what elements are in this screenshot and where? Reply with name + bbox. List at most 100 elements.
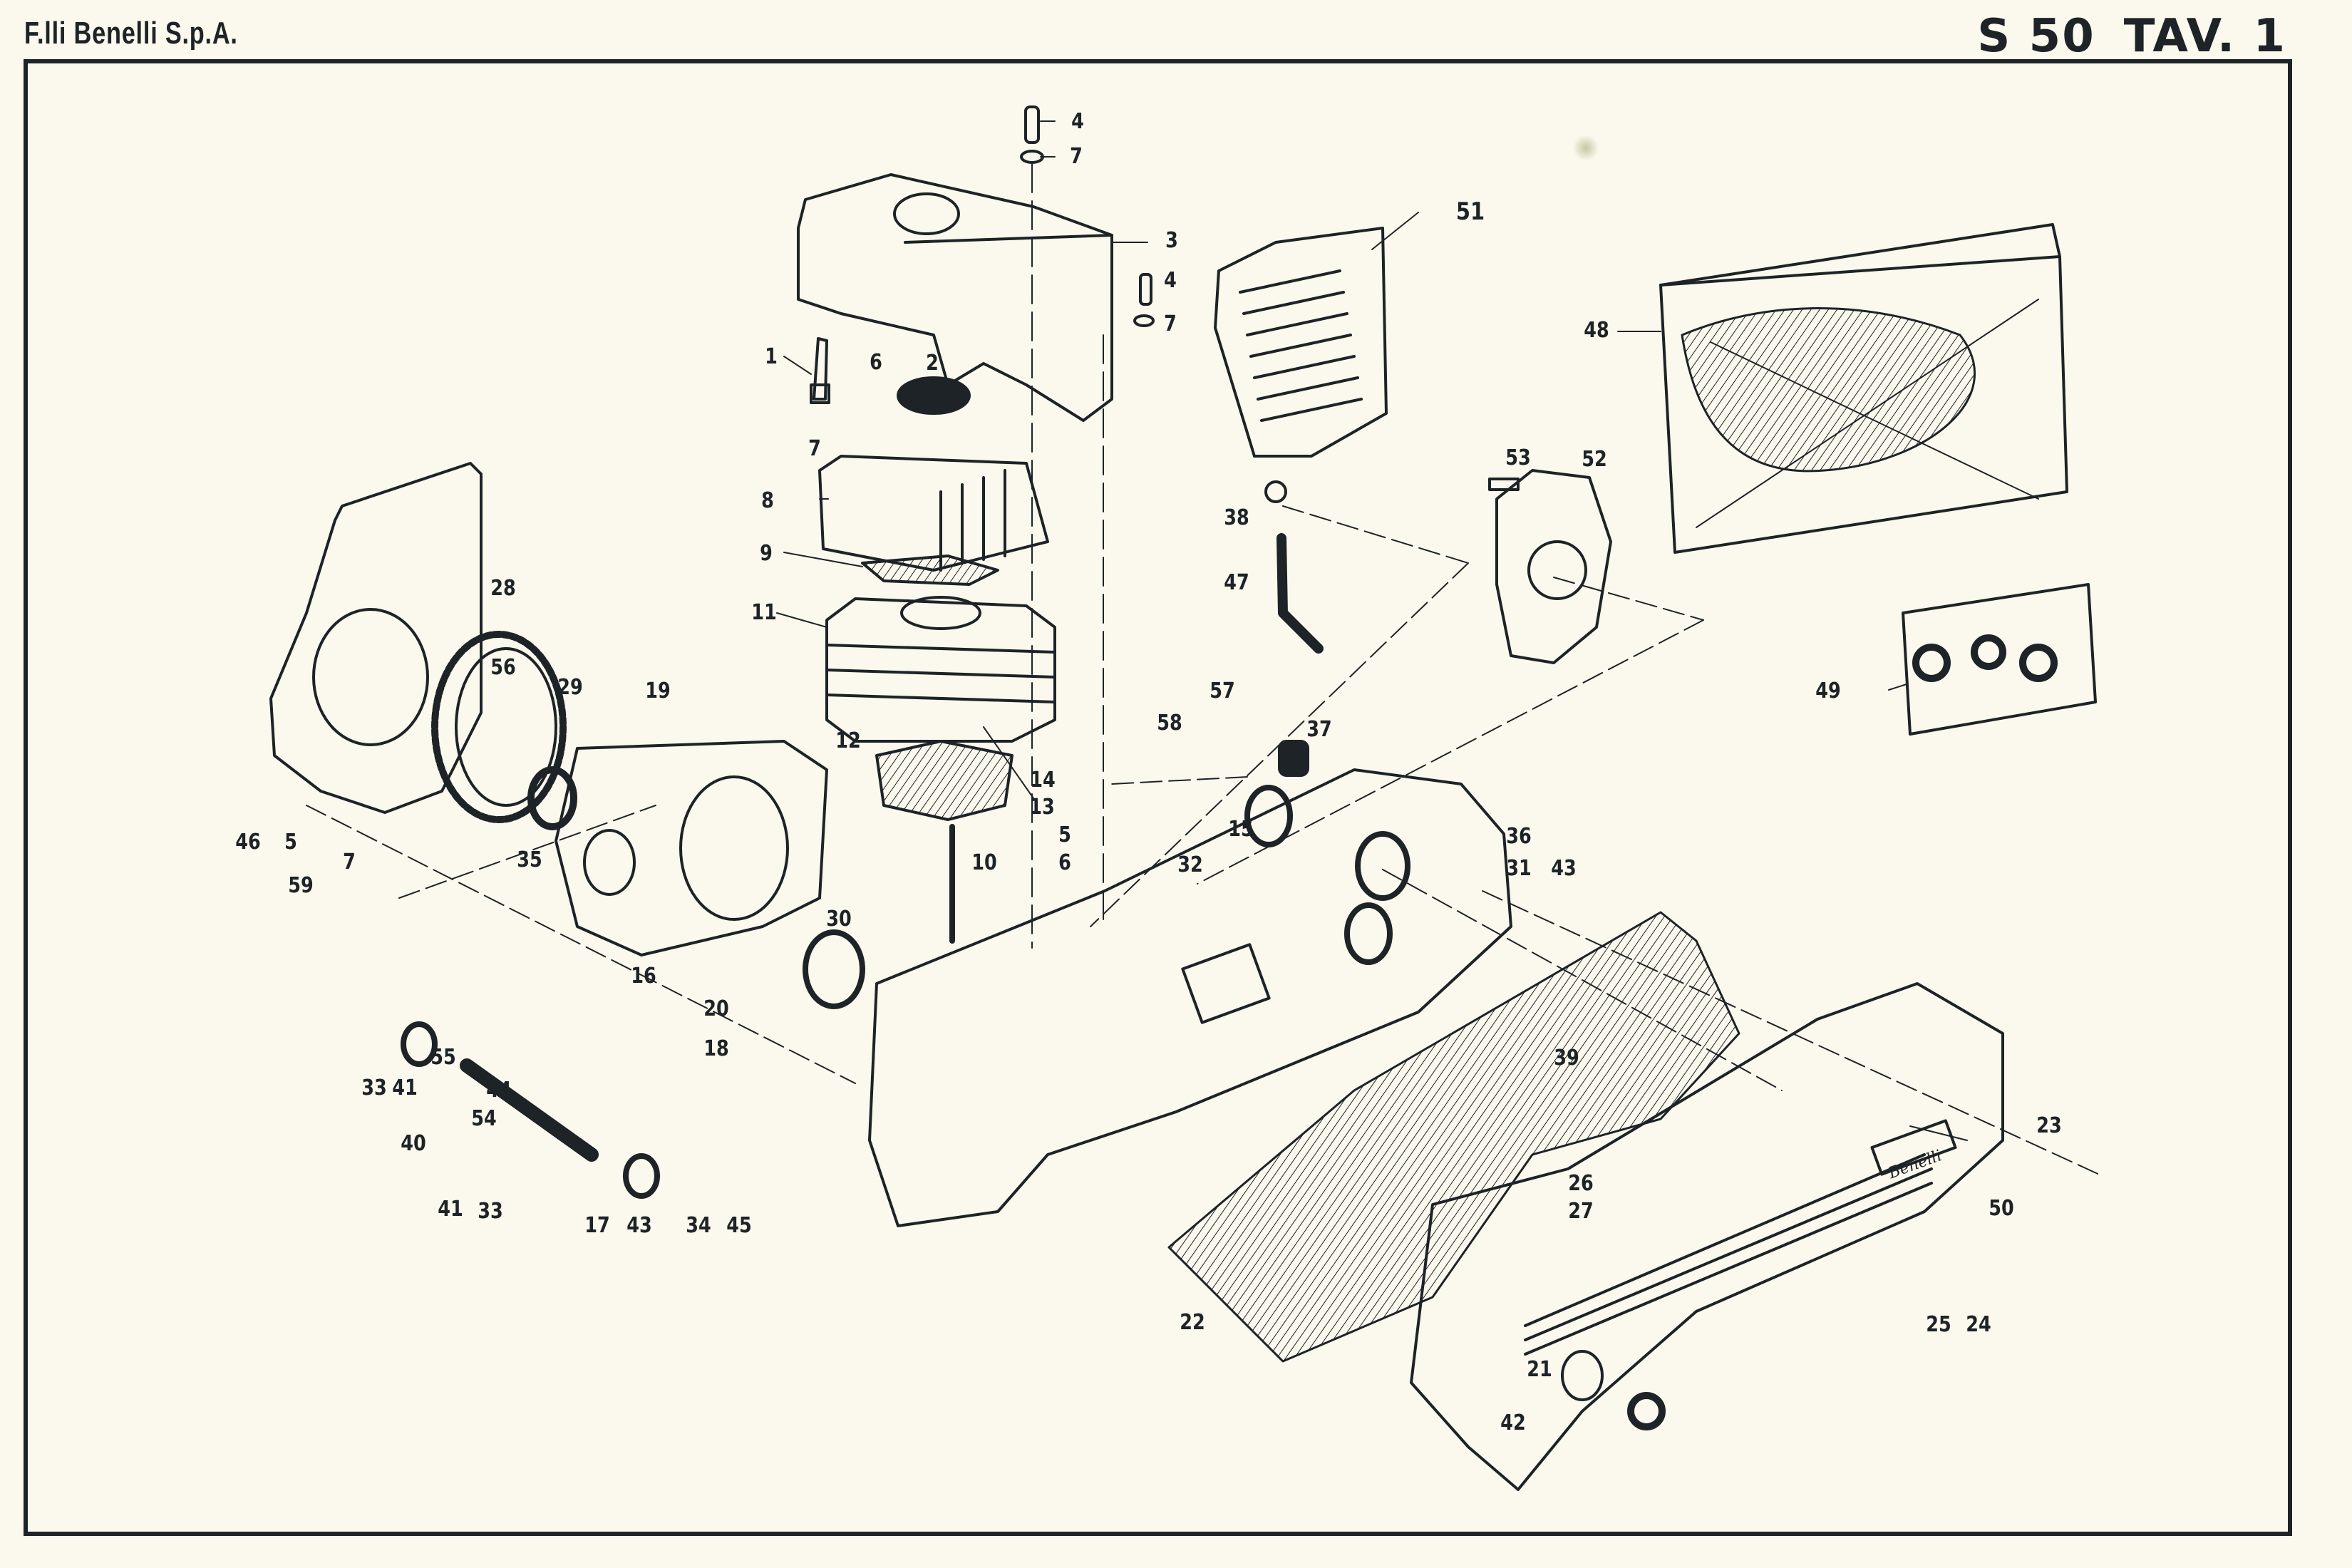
shaft-bearing [401,1021,438,1067]
callout-43-lower[interactable]: 43 [626,1213,652,1238]
callout-1[interactable]: 1 [765,344,778,369]
callout-23[interactable]: 23 [2036,1113,2062,1138]
cylinder-head [818,376,1049,572]
spark-plug [810,337,830,404]
callout-8[interactable]: 8 [761,488,774,513]
callout-3[interactable]: 3 [1165,228,1178,253]
callout-21[interactable]: 21 [1527,1357,1552,1382]
cover-emblem: Benelli [1886,1147,1944,1182]
callout-41-lower[interactable]: 41 [438,1197,463,1222]
bearing-housing-plate [1495,469,1612,664]
callout-7-cover[interactable]: 7 [343,850,356,875]
callout-24[interactable]: 24 [1966,1312,1991,1337]
bearing-kit [1902,583,2097,736]
callout-50[interactable]: 50 [1989,1196,2014,1221]
callout-57[interactable]: 57 [1209,679,1235,703]
left-crankcase [555,740,828,956]
assembly-lines [306,505,2103,1177]
callout-34[interactable]: 34 [686,1213,711,1238]
callout-35[interactable]: 35 [517,847,542,872]
callout-41-upper[interactable]: 41 [392,1076,418,1100]
cylinder [825,596,1056,743]
side-screw [1103,273,1155,927]
callout-6-head[interactable]: 6 [870,350,882,375]
kickstart-shaft [460,1058,599,1162]
head-gasket [861,555,999,586]
callout-2[interactable]: 2 [926,351,939,376]
callout-38[interactable]: 38 [1224,505,1249,530]
callout-30[interactable]: 30 [826,907,852,932]
callout-47[interactable]: 47 [1224,570,1249,595]
callout-5-cover[interactable]: 5 [284,830,297,855]
callout-19[interactable]: 19 [645,679,671,703]
callout-46[interactable]: 46 [235,830,261,855]
callout-4-top[interactable]: 4 [1071,109,1084,134]
gasket-kit [1659,223,2068,554]
callout-45[interactable]: 45 [726,1213,752,1238]
shaft-seal [1627,1392,1666,1430]
main-bearing [527,766,577,830]
callout-55[interactable]: 55 [430,1045,456,1070]
callout-54[interactable]: 54 [471,1106,497,1131]
callout-53[interactable]: 53 [1505,445,1531,470]
callout-33-lower[interactable]: 33 [478,1199,503,1224]
callout-42[interactable]: 42 [1500,1410,1526,1435]
shroud-screw [1020,105,1044,949]
plate-title: S 50 TAV. 1 [1977,10,2286,63]
cooling-cover [1214,227,1388,458]
callout-22[interactable]: 22 [1180,1310,1205,1335]
callout-13[interactable]: 13 [1029,795,1055,820]
callout-43-upper[interactable]: 43 [1551,856,1577,881]
callout-36[interactable]: 36 [1506,824,1532,849]
callout-59[interactable]: 59 [288,873,314,898]
callout-10[interactable]: 10 [971,850,997,875]
callout-17[interactable]: 17 [584,1213,610,1238]
callout-7-head[interactable]: 7 [808,436,821,461]
callout-31[interactable]: 31 [1506,856,1532,881]
plate-number: TAV. 1 [2123,10,2286,63]
callout-49[interactable]: 49 [1815,679,1841,703]
hose-elbow [1264,480,1287,503]
callout-16[interactable]: 16 [631,964,656,989]
callout-5-stud[interactable]: 5 [1058,822,1071,847]
paper-smudge [1572,135,1600,160]
flywheel-cover [269,462,483,814]
crank-bearing [803,929,865,1009]
model-code: S 50 [1977,10,2095,63]
cylinder-shroud [797,173,1113,422]
callout-7-top[interactable]: 7 [1070,144,1083,169]
callout-48[interactable]: 48 [1584,318,1609,343]
callout-14[interactable]: 14 [1030,768,1056,793]
callout-32[interactable]: 32 [1177,852,1203,877]
callout-leaders [776,120,1968,1141]
callout-51[interactable]: 51 [1455,197,1485,226]
callout-28[interactable]: 28 [490,576,516,601]
right-crankcase [868,740,1512,1227]
callout-37[interactable]: 37 [1306,717,1332,742]
callout-11[interactable]: 11 [751,600,777,625]
callout-26[interactable]: 26 [1568,1171,1594,1196]
callout-6-stud[interactable]: 6 [1058,850,1071,875]
callout-4-side[interactable]: 4 [1164,268,1177,293]
side-cover-gasket [1167,911,1740,1363]
callout-56[interactable]: 56 [490,655,516,680]
breather-hose [1276,533,1324,654]
callout-58[interactable]: 58 [1157,711,1182,736]
callout-40[interactable]: 40 [401,1131,426,1156]
flywheel-magneto [431,631,567,823]
callout-33-upper[interactable]: 33 [361,1076,387,1100]
callout-15[interactable]: 15 [1228,817,1254,842]
drawing-frame [24,59,2292,1536]
callout-27[interactable]: 27 [1568,1199,1594,1224]
callout-44[interactable]: 44 [486,1078,512,1103]
callout-7-side[interactable]: 7 [1164,311,1177,336]
shaft-bearing-lower [623,1153,660,1199]
callout-9[interactable]: 9 [760,541,773,566]
callout-29[interactable]: 29 [557,675,583,700]
callout-12[interactable]: 12 [835,728,861,753]
callout-18[interactable]: 18 [703,1036,729,1061]
callout-39[interactable]: 39 [1554,1046,1579,1071]
callout-25[interactable]: 25 [1926,1312,1951,1337]
callout-52[interactable]: 52 [1582,447,1607,472]
callout-20[interactable]: 20 [703,996,729,1021]
